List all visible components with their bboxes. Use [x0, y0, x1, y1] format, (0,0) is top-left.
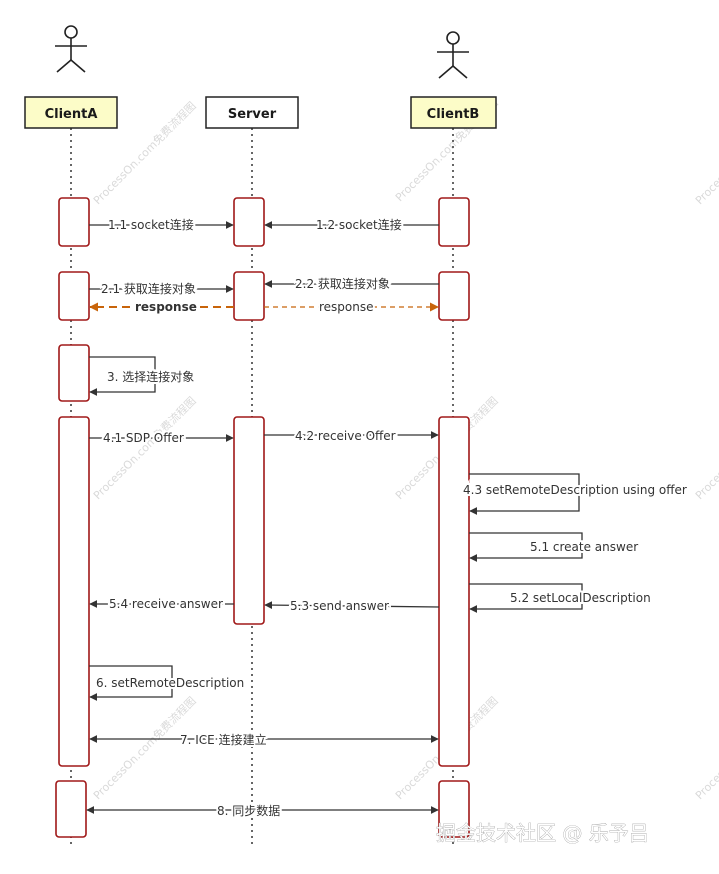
activation-box[interactable]	[58, 271, 90, 321]
message-label: response	[319, 300, 374, 314]
message-label: 6. setRemoteDescription	[96, 676, 244, 690]
message-7[interactable]: 7. ICE 连接建立	[89, 730, 439, 749]
message-label: 1.1 socket连接	[108, 217, 194, 232]
actor-header-clientb[interactable]: ClientB	[410, 96, 497, 129]
watermark-text: ProcessOn.com免费流程图	[90, 694, 198, 802]
message-4-2[interactable]: 4.2 receive Offer	[264, 427, 439, 445]
message-label: response	[135, 300, 197, 314]
activation-box[interactable]	[438, 271, 470, 321]
message-1-2[interactable]: 1.2 socket连接	[264, 215, 439, 234]
message-5-4[interactable]: 5.4 receive answer	[89, 595, 234, 613]
message-label: 5.4 receive answer	[109, 597, 223, 611]
message-response-a[interactable]: response	[89, 298, 234, 316]
message-4-3[interactable]: 4.3 setRemoteDescription using offer	[461, 473, 689, 515]
message-4-1[interactable]: 4.1 SDP Offer	[89, 429, 234, 447]
message-1-1[interactable]: 1.1 socket连接	[89, 215, 234, 234]
activation-box[interactable]	[233, 197, 265, 247]
actor-label-server: Server	[228, 107, 277, 122]
activation-box[interactable]	[233, 271, 265, 321]
watermark-text: ProcessOn.com免费流程图	[90, 394, 198, 502]
activation-box[interactable]	[438, 197, 470, 247]
credit-watermark: 掘金技术社区 @ 乐予吕	[436, 821, 649, 845]
message-5-2[interactable]: 5.2 setLocalDescription	[469, 583, 653, 613]
activation-box[interactable]	[58, 197, 90, 247]
message-label: 5.2 setLocalDescription	[510, 591, 651, 605]
message-label: 7. ICE 连接建立	[180, 732, 267, 747]
actor-label-clientb: ClientB	[427, 107, 480, 122]
message-label: 3. 选择连接对象	[107, 369, 194, 384]
actor-figure-clienta	[55, 25, 87, 73]
activation-box[interactable]	[58, 344, 90, 402]
actor-header-clienta[interactable]: ClientA	[24, 96, 118, 129]
message-label: 4.1 SDP Offer	[103, 431, 184, 445]
activation-box[interactable]	[55, 780, 87, 838]
message-5-1[interactable]: 5.1 create answer	[469, 532, 640, 562]
message-6[interactable]: 6. setRemoteDescription	[89, 665, 246, 701]
message-2-2[interactable]: 2.2 获取连接对象	[264, 274, 439, 293]
activation-box[interactable]	[233, 416, 265, 625]
watermark-text: ProcessOn.com免费流程图	[692, 99, 719, 207]
activations	[55, 197, 470, 838]
activation-box[interactable]	[438, 416, 470, 767]
message-label: 4.3 setRemoteDescription using offer	[463, 483, 687, 497]
actor-figure-clientb	[437, 31, 469, 79]
message-label: 1.2 socket连接	[316, 217, 402, 232]
message-2-1[interactable]: 2.1 获取连接对象	[89, 279, 234, 298]
activation-box[interactable]	[58, 416, 90, 767]
actor-header-server[interactable]: Server	[205, 96, 299, 129]
message-label: 2.1 获取连接对象	[101, 281, 196, 296]
message-5-3[interactable]: 5.3 send answer	[264, 597, 440, 615]
actor-label-clienta: ClientA	[45, 107, 98, 122]
message-label: 5.1 create answer	[530, 540, 638, 554]
watermark-text: ProcessOn.com免费流程图	[692, 694, 719, 802]
message-8[interactable]: 8. 同步数据	[86, 801, 439, 820]
message-label: 8. 同步数据	[217, 803, 280, 818]
watermark-text: ProcessOn.com免费流程图	[692, 394, 719, 502]
message-3[interactable]: 3. 选择连接对象	[89, 356, 196, 396]
message-label: 2.2 获取连接对象	[295, 276, 390, 291]
message-label: 5.3 send answer	[290, 599, 389, 613]
message-response-b[interactable]: response	[264, 298, 439, 316]
watermarks: ProcessOn.com免费流程图 ProcessOn.com免费流程图 Pr…	[90, 96, 719, 802]
message-label: 4.2 receive Offer	[295, 429, 396, 443]
activation-box[interactable]	[438, 780, 470, 838]
